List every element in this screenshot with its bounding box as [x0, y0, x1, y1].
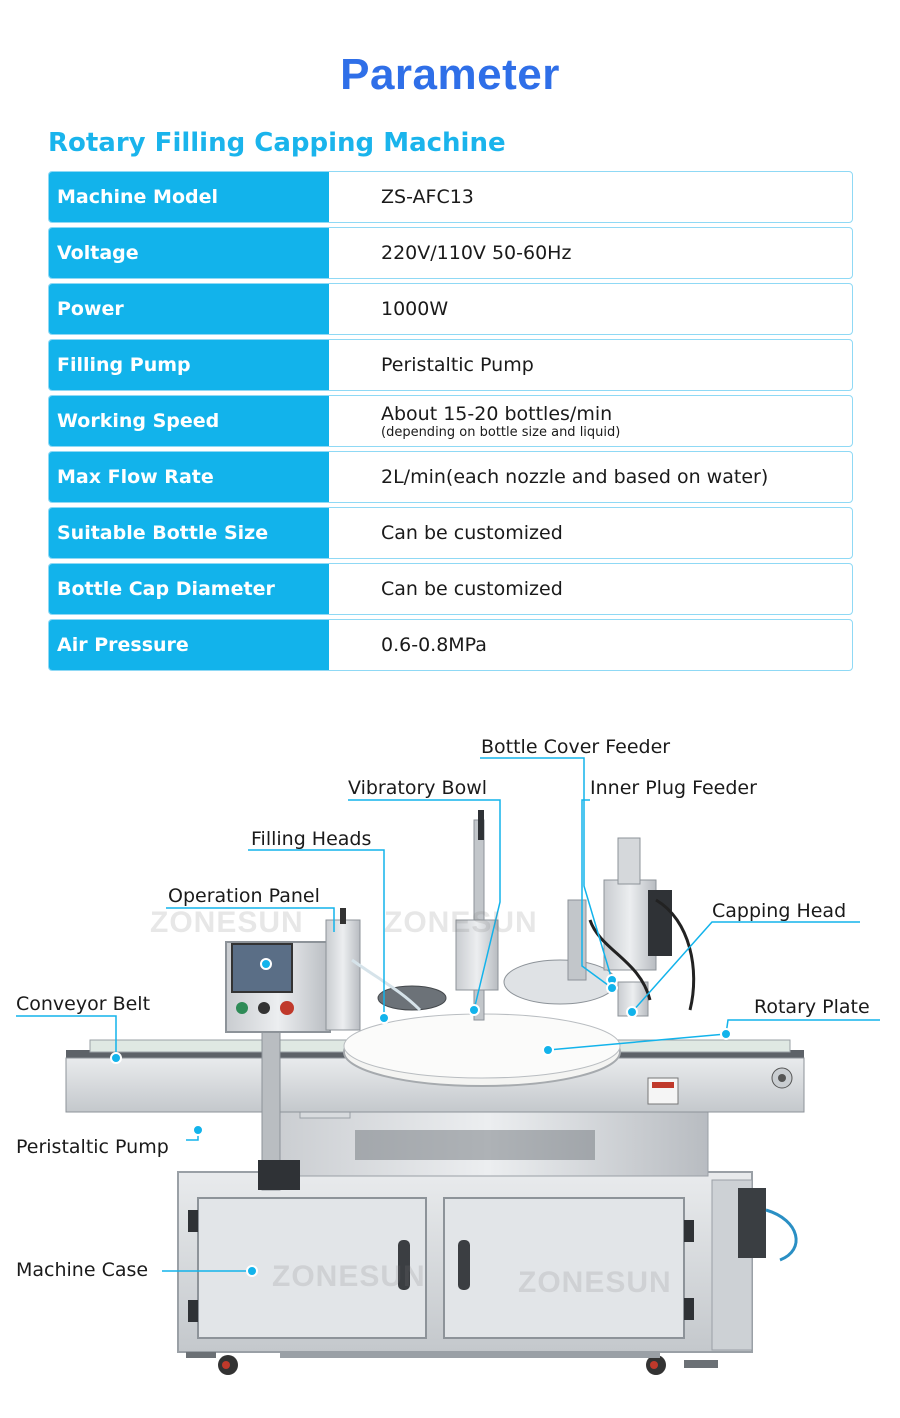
label-inner-plug-feeder: Inner Plug Feeder — [590, 777, 757, 799]
spec-row-voltage: Voltage 220V/110V 50-60Hz — [48, 227, 853, 279]
spec-value-wrap: Can be customized — [381, 564, 852, 614]
spec-key: Machine Model — [49, 172, 329, 222]
spec-value-wrap: 1000W — [381, 284, 852, 334]
spec-value: About 15-20 bottles/min — [381, 403, 613, 425]
label-rotary-plate: Rotary Plate — [754, 996, 870, 1018]
marker-dot-operation-panel — [260, 958, 272, 970]
spec-key: Suitable Bottle Size — [49, 508, 329, 558]
filling-heads-shape — [325, 810, 499, 1031]
spec-value: ZS-AFC13 — [381, 186, 474, 208]
spec-key: Filling Pump — [49, 340, 329, 390]
leader-line-rotary-plate — [725, 1019, 880, 1035]
spec-value-wrap: ZS-AFC13 — [381, 172, 852, 222]
leader-line-conveyor-belt — [16, 1015, 117, 1058]
watermark: ZONESUN — [518, 1266, 672, 1299]
spec-row-suitable-bottle-size: Suitable Bottle Size Can be customized — [48, 507, 853, 559]
watermark: ZONESUN — [272, 1260, 426, 1293]
operation-panel-shape — [225, 941, 331, 1191]
spec-value: 1000W — [381, 298, 449, 320]
spec-value-wrap: About 15-20 bottles/min (depending on bo… — [381, 396, 852, 446]
spec-row-working-speed: Working Speed About 15-20 bottles/min (d… — [48, 395, 853, 447]
label-operation-panel: Operation Panel — [168, 885, 320, 907]
leader-line-vibratory-bowl — [348, 799, 501, 1011]
spec-value: Can be customized — [381, 522, 563, 544]
label-filling-heads: Filling Heads — [251, 828, 372, 850]
marker-dot-peristaltic-pump — [192, 1124, 204, 1136]
spec-key: Voltage — [49, 228, 329, 278]
label-vibratory-bowl: Vibratory Bowl — [348, 777, 488, 799]
capping-station-shape — [503, 837, 696, 1017]
label-peristaltic-pump: Peristaltic Pump — [16, 1136, 169, 1158]
spec-key: Power — [49, 284, 329, 334]
machine-diagram: ZONESUN ZONESUN ZONESUN ZONESUN Bottle C… — [0, 720, 900, 1418]
marker-dot-filling-heads — [378, 1012, 390, 1024]
leader-line-operation-panel — [166, 907, 335, 932]
marker-dot-capping-head — [626, 1006, 638, 1018]
marker-dot-conveyor-belt — [110, 1052, 122, 1064]
spec-key: Max Flow Rate — [49, 452, 329, 502]
rotary-plate-shape — [343, 1013, 621, 1087]
leader-line-inner-plug-feeder — [581, 799, 613, 989]
spec-value-wrap: Can be customized — [381, 508, 852, 558]
marker-dot-rotary-plate-2 — [720, 1028, 732, 1040]
spec-value-wrap: 2L/min(each nozzle and based on water) — [381, 452, 852, 502]
spec-note: (depending on bottle size and liquid) — [381, 425, 621, 440]
watermark: ZONESUN — [150, 906, 304, 939]
spec-row-power: Power 1000W — [48, 283, 853, 335]
leader-line-bottle-cover-feeder — [480, 757, 613, 981]
spec-value-wrap: 220V/110V 50-60Hz — [381, 228, 852, 278]
watermark: ZONESUN — [384, 906, 538, 939]
spec-value: Peristaltic Pump — [381, 354, 534, 376]
spec-value-wrap: 0.6-0.8MPa — [381, 620, 852, 670]
leader-line-filling-heads — [248, 849, 385, 1018]
spec-table: Machine Model ZS-AFC13 Voltage 220V/110V… — [48, 171, 853, 675]
spec-row-machine-model: Machine Model ZS-AFC13 — [48, 171, 853, 223]
spec-row-filling-pump: Filling Pump Peristaltic Pump — [48, 339, 853, 391]
spec-value: 0.6-0.8MPa — [381, 634, 487, 656]
spec-value-wrap: Peristaltic Pump — [381, 340, 852, 390]
spec-value: 2L/min(each nozzle and based on water) — [381, 466, 769, 488]
page-title: Parameter — [340, 50, 560, 99]
spec-value: Can be customized — [381, 578, 563, 600]
marker-dot-rotary-plate — [542, 1044, 554, 1056]
spec-row-air-pressure: Air Pressure 0.6-0.8MPa — [48, 619, 853, 671]
spec-row-bottle-cap-diameter: Bottle Cap Diameter Can be customized — [48, 563, 853, 615]
pneumatic-unit-shape — [738, 1188, 798, 1262]
leader-line-capping-head — [631, 921, 860, 1013]
spec-key: Air Pressure — [49, 620, 329, 670]
marker-dot-vibratory-bowl — [468, 1004, 480, 1016]
label-conveyor-belt: Conveyor Belt — [16, 993, 151, 1015]
label-capping-head: Capping Head — [712, 900, 847, 922]
machine-case-shape — [177, 1171, 753, 1375]
spec-key: Bottle Cap Diameter — [49, 564, 329, 614]
label-bottle-cover-feeder: Bottle Cover Feeder — [481, 736, 671, 758]
marker-dot-inner-plug-feeder — [606, 982, 618, 994]
leader-dots — [110, 958, 732, 1277]
spec-row-max-flow-rate: Max Flow Rate 2L/min(each nozzle and bas… — [48, 451, 853, 503]
leader-line-rotary-plate-2 — [547, 1033, 727, 1051]
spec-key: Working Speed — [49, 396, 329, 446]
spec-value: 220V/110V 50-60Hz — [381, 242, 572, 264]
machine-subtitle: Rotary Filling Capping Machine — [48, 128, 506, 158]
marker-dot-machine-case — [246, 1265, 258, 1277]
label-machine-case: Machine Case — [16, 1259, 149, 1281]
machine-illustration — [16, 757, 880, 1375]
